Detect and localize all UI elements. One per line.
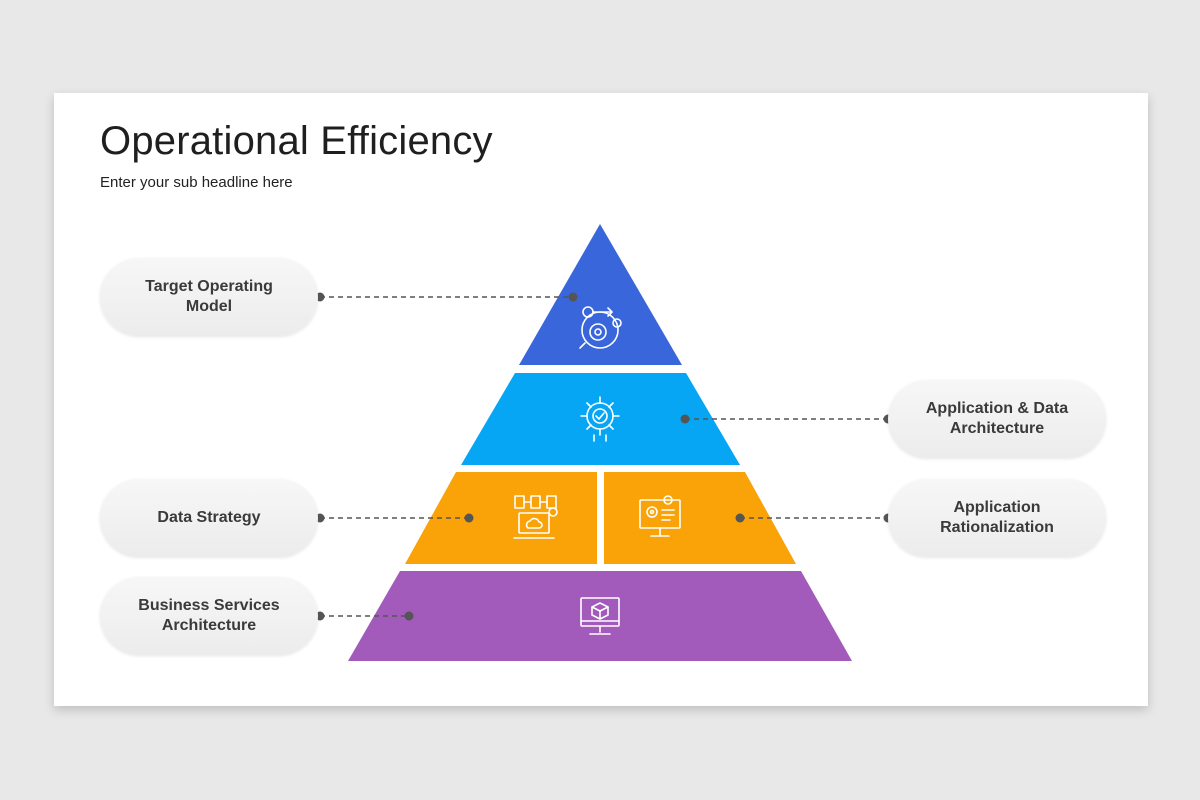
connector-dot: [680, 414, 690, 424]
label-text: Data Strategy: [157, 509, 261, 526]
gear-check-icon: [580, 396, 620, 442]
label-text: Application & Data Architecture: [925, 400, 1069, 437]
label-data-strategy: Data Strategy: [100, 479, 318, 557]
label-text: Target Operating Model: [145, 278, 273, 315]
connector-dot: [735, 513, 745, 523]
pyramid-tier-3-left: [405, 472, 597, 564]
page-subtitle: Enter your sub headline here: [100, 174, 293, 191]
page-title: Operational Efficiency: [100, 119, 493, 163]
monitor-cube-icon: [580, 597, 620, 635]
label-business-services-architecture: Business Services Architecture: [100, 577, 318, 655]
pyramid-tier-1: [519, 224, 682, 365]
data-flow-laptop-icon: [513, 495, 558, 539]
pyramid-tier-3-right: [604, 472, 796, 564]
monitor-settings-icon: [639, 495, 681, 537]
label-target-operating-model: Target Operating Model: [100, 258, 318, 336]
connector-dot: [464, 513, 474, 523]
label-application-rationalization: Application Rationalization: [888, 479, 1106, 557]
label-application-data-architecture: Application & Data Architecture: [888, 380, 1106, 458]
connector-dot: [568, 292, 578, 302]
label-text: Business Services Architecture: [138, 597, 280, 634]
connector-dot: [404, 611, 414, 621]
pyramid-tier-2: [461, 373, 740, 465]
label-text: Application Rationalization: [940, 499, 1054, 536]
gear-process-icon: [579, 306, 622, 349]
